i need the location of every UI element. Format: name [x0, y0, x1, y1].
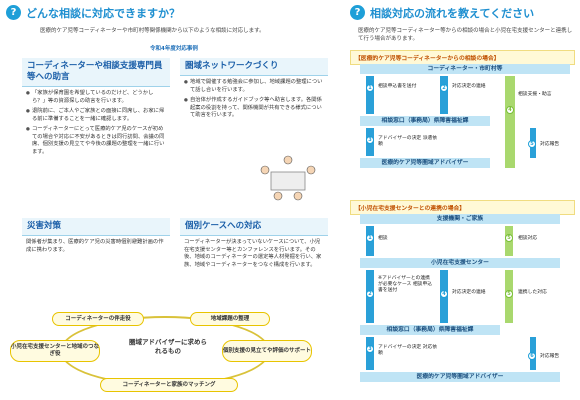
step-number: 5 — [505, 234, 513, 242]
card-title: コーディネーターや相談支援専門員等への助言 — [22, 58, 170, 87]
flow-label: アドバイザーの決定 派遣依頼 — [378, 136, 438, 147]
card-disaster: 災害対策 関係者が集まり、医療的ケア児の災害時個別避難計画の作成に携わります。 — [22, 218, 170, 278]
cycle-node: 小児在宅支援センターと地域のつなぎ役 — [10, 340, 100, 362]
step-number: 4 — [440, 290, 448, 298]
card-item: 退院前に、ご本人やご家族との面接に同席し、お家に帰る前に準備することを一緒に確認… — [26, 108, 166, 123]
card-title: 災害対策 — [22, 218, 170, 236]
step-number: 5 — [505, 290, 513, 298]
flow-label: アドバイザーの決定 対応依頼 — [378, 345, 438, 356]
flow-label: 対応決定の連絡 — [452, 84, 486, 89]
card-item: 地域で開催する勉強会に参加し、地域課題の整理について話し合いを行います。 — [184, 79, 324, 94]
cycle-center: 圏域アドバイザーに求められるもの — [129, 338, 207, 355]
flow2-mid2: 相談窓口（事務局）県障害福祉課 — [360, 325, 500, 335]
right-title: 相談対応の流れを教えてください — [370, 7, 535, 20]
step-number: 6 — [528, 352, 536, 360]
flow-label: 相談支援・助言 — [518, 92, 552, 97]
step-number: 3 — [366, 136, 374, 144]
flow-arrow — [505, 76, 515, 168]
cycle-node: コーディネーターの伴走役 — [52, 312, 144, 326]
flow1-mid: 相談窓口（事務局）県障害福祉課 — [360, 116, 490, 126]
card-title: 個別ケースへの対応 — [180, 218, 328, 236]
cycle-node: 個別支援の見立てや評価のサポート — [222, 340, 312, 362]
step-number: 3 — [366, 345, 374, 353]
question-icon: ? — [6, 5, 21, 20]
step-number: 1 — [366, 84, 374, 92]
year-label: 令和4年度対応事例 — [150, 46, 198, 52]
right-intro: 医療的ケア児等コーディネーター等からの相談の場合と小児在宅支援センターと連携して… — [358, 28, 573, 42]
flow2-bottom: 医療的ケア児等圏域アドバイザー — [360, 372, 560, 382]
flow-label: 対応報告 — [540, 354, 560, 359]
flow-arrow — [366, 76, 374, 114]
step-number: 1 — [366, 234, 374, 242]
left-title: どんな相談に対応できますか？ — [26, 7, 180, 20]
card-item: 自治体が作成するガイドブック等へ助言します。各関係起案の役割を持って、関係機関が… — [184, 97, 324, 120]
flow-label: 対応報告 — [540, 142, 560, 147]
step-number: 4 — [506, 106, 514, 114]
flow1-top: コーディネーター・市町村等 — [360, 64, 570, 74]
left-intro: 医療的ケア児等コーディネーターや市町村等関係機関から以下のような相談に対応します… — [40, 28, 265, 34]
flow-label: 相談申込書を送付 — [378, 84, 417, 89]
card-text: 関係者が集まり、医療的ケア児の災害時個別避難計画の作成に携わります。 — [26, 239, 164, 253]
flow-arrow — [366, 337, 374, 370]
flow2-heading: 【小児在宅支援センターとの連携の場合】 — [350, 200, 575, 215]
card-network: 圏域ネットワークづくり 地域で開催する勉強会に参加し、地域課題の整理について話し… — [180, 58, 328, 148]
card-text: コーディネーターが決まっていないケースについて、小児在宅支援センター等とカンファ… — [184, 239, 322, 268]
cycle-node: コーディネーターと家族のマッチング — [100, 378, 238, 392]
flow-label: ※アドバイザーとの連携が必要なケース 相談申込書を送付 — [378, 276, 433, 293]
flow-label: 対応決定の連絡 — [452, 290, 486, 295]
step-number: 2 — [440, 84, 448, 92]
flow-label: 相談 — [378, 236, 388, 241]
card-title: 圏域ネットワークづくり — [180, 58, 328, 76]
flow2-top: 支援機関・ご家族 — [360, 214, 560, 224]
cycle-node: 地域課題の整理 — [190, 312, 270, 326]
flow-label: 相談対応 — [518, 236, 538, 241]
flow1-bottom: 医療的ケア児等圏域アドバイザー — [360, 158, 490, 168]
step-number: 2 — [366, 290, 374, 298]
meeting-illustration-icon — [260, 155, 316, 201]
card-coordinator-advice: コーディネーターや相談支援専門員等への助言 「家族が保育園を希望しているのだけど… — [22, 58, 170, 228]
card-item: コーディネーターにとって医療的ケア児のケースが初めての場合や対応に不安があるとき… — [26, 126, 166, 156]
card-individual: 個別ケースへの対応 コーディネーターが決まっていないケースについて、小児在宅支援… — [180, 218, 328, 304]
flow2-mid1: 小児在宅支援センター — [360, 258, 560, 268]
flow-label: 連携した対応 — [518, 290, 547, 295]
flow1-heading: 【医療的ケア児等コーディネーターからの相談の場合】 — [350, 50, 575, 65]
flow-arrow — [440, 76, 448, 114]
step-number: 5 — [528, 140, 536, 148]
card-item: 「家族が保育園を希望しているのだけど、どうかしら？」等の資源探しの助言を行います… — [26, 90, 166, 105]
question-icon: ? — [350, 5, 365, 20]
